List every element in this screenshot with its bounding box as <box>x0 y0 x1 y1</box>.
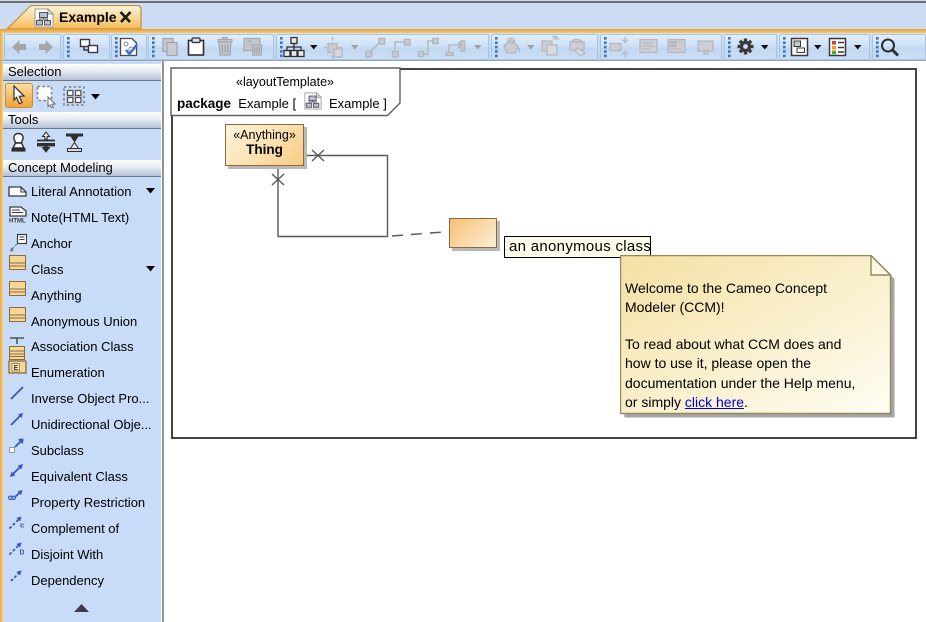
svg-text:c: c <box>20 521 24 530</box>
svg-text:E: E <box>14 365 19 372</box>
svg-text:HTML: HTML <box>9 219 26 224</box>
svg-text:D: D <box>20 550 25 557</box>
